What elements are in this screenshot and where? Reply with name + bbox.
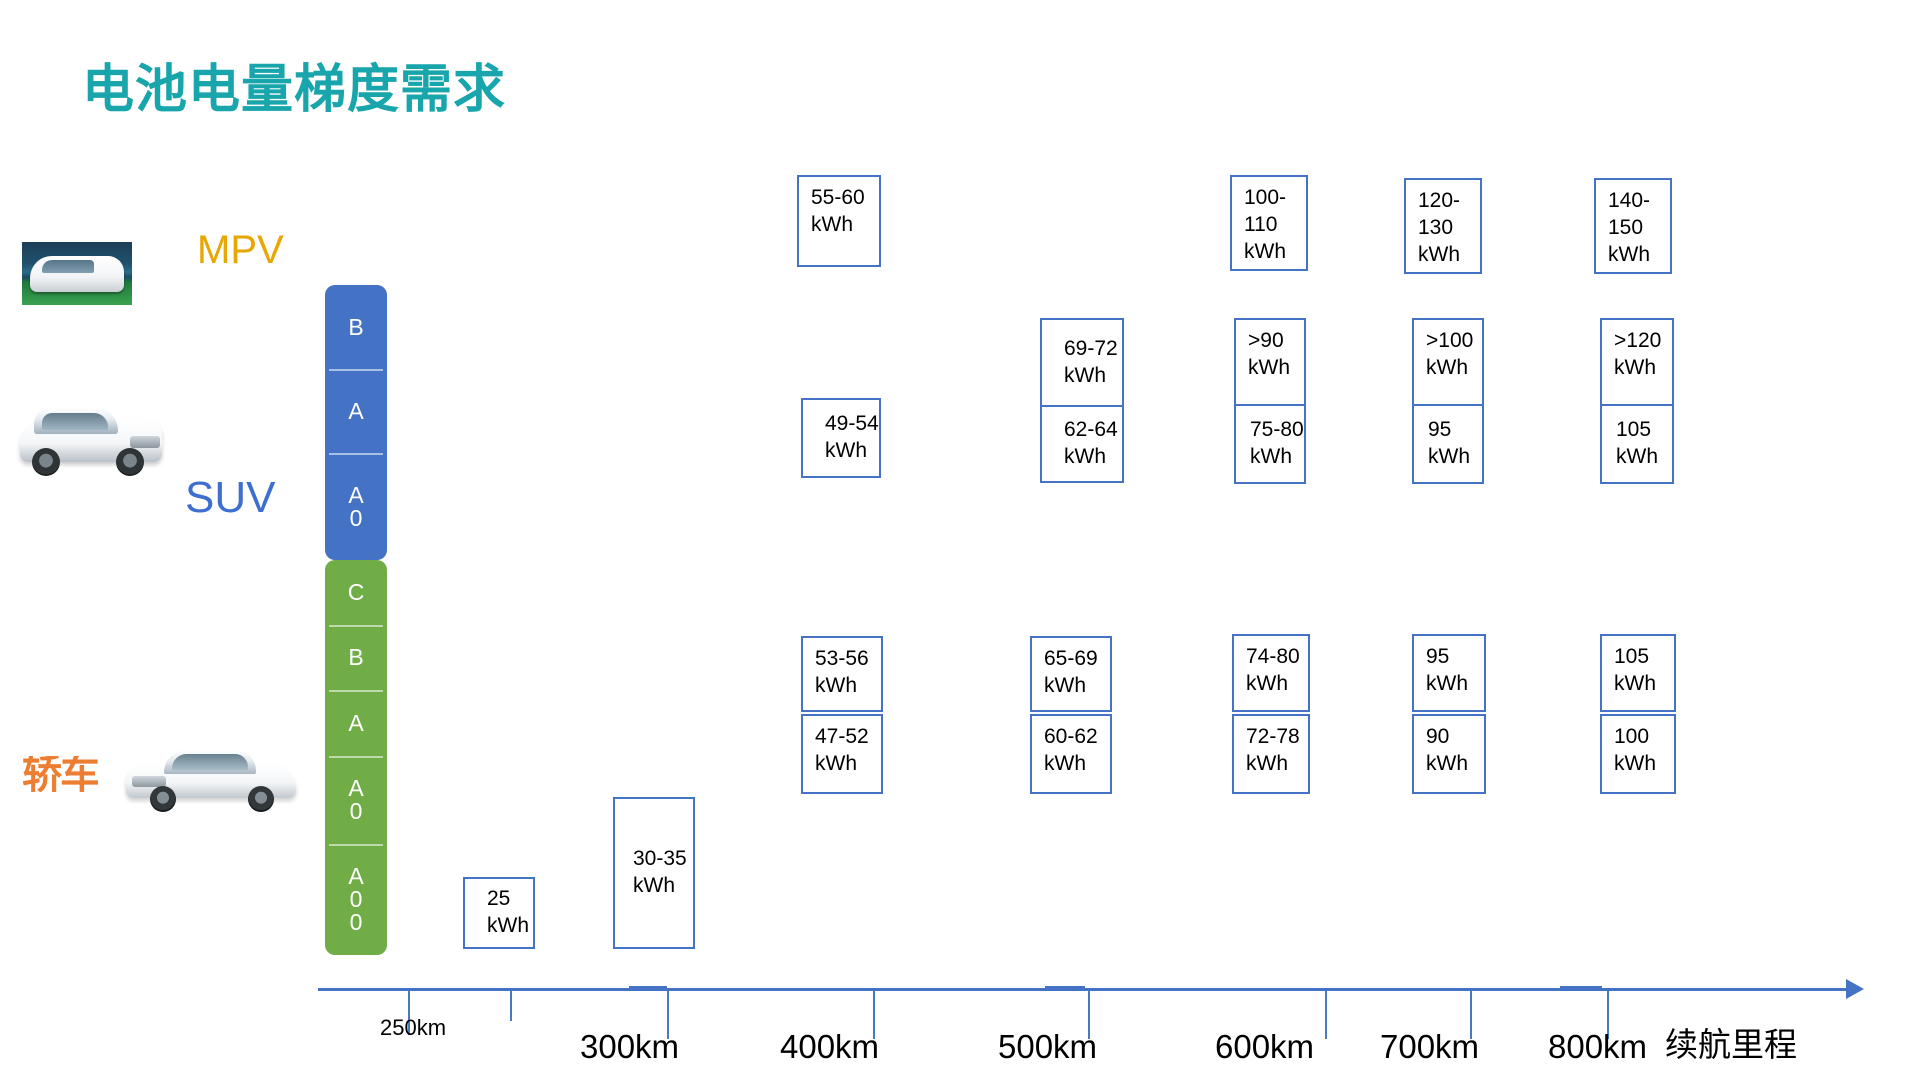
sedan-car-photo [122,742,300,814]
segment-char: B [348,313,364,340]
segment-char: A [348,397,364,424]
suv-car-photo [16,400,166,478]
x-axis-arrow-icon [1846,979,1864,999]
sedan-wheel-front [150,786,176,812]
kwh-box-sedan-l-500[interactable]: 60-62 kWh [1030,714,1112,794]
tick-label-300: 300km [580,1028,680,1065]
label-suv: SUV [185,473,276,522]
mpv-car-photo [22,242,132,305]
segment-char: 0 [349,797,363,824]
suv-wheel-front [32,448,60,476]
tick-mark-250b [510,991,512,1021]
suv-windshield [42,413,108,430]
tick-mark-300 [667,991,669,1039]
kwh-box-sedan-u-800[interactable]: 105 kWh [1600,634,1676,712]
tick-label-700: 700km [1380,1028,1480,1065]
tick-mark-800 [1607,991,1609,1039]
sedan-grille [132,776,166,787]
segment-char: 0 [349,885,363,912]
kwh-box-sedan-300[interactable]: 30-35 kWh [613,797,695,949]
suv-class-segment-b: B [325,285,387,369]
kwh-box-sedan-u-600[interactable]: 74-80 kWh [1232,634,1310,712]
sedan-class-segment-a: A [325,690,387,755]
segment-char: A [348,862,364,889]
page-title: 电池电量梯度需求 [82,61,507,119]
sedan-class-bar: C B A A 0 A 0 0 [325,560,387,955]
tick-label-600: 600km [1215,1028,1315,1065]
kwh-box-suv-a-500[interactable]: 62-64 kWh [1040,405,1124,483]
tick-mark-500 [1088,991,1090,1039]
tick-mark-700 [1470,991,1472,1039]
kwh-box-suv-b-700[interactable]: >100 kWh [1412,318,1484,406]
segment-char: C [347,579,365,606]
kwh-box-suv-b-600[interactable]: >90 kWh [1234,318,1306,406]
tick-mark-600 [1325,991,1327,1039]
tick-label-400: 400km [780,1028,880,1065]
axis-emphasis-300 [629,986,667,991]
segment-char: A [348,774,364,801]
kwh-box-suv-b-500[interactable]: 69-72 kWh [1040,318,1124,408]
tick-label-250: 250km [380,1015,447,1040]
kwh-box-sedan-l-800[interactable]: 100 kWh [1600,714,1676,794]
tick-label-500: 500km [998,1028,1098,1065]
kwh-box-sedan-u-700[interactable]: 95 kWh [1412,634,1486,712]
axis-emphasis-800 [1560,986,1602,991]
kwh-box-sedan-u-500[interactable]: 65-69 kWh [1030,636,1112,712]
kwh-box-suv-a-600[interactable]: 75-80 kWh [1234,404,1306,484]
kwh-box-sedan-u-400[interactable]: 53-56 kWh [801,636,883,712]
kwh-box-mpv-400[interactable]: 55-60 kWh [797,175,881,267]
tick-mark-400 [873,991,875,1039]
sedan-wheel-rear [248,786,274,812]
kwh-box-mpv-800[interactable]: 140- 150 kWh [1594,178,1672,274]
kwh-box-suv-a-400[interactable]: 49-54 kWh [801,398,881,478]
x-axis-title: 续航里程 [1665,1026,1797,1063]
segment-char: 0 [349,908,363,935]
sedan-windshield [172,754,248,770]
kwh-box-sedan-l-600[interactable]: 72-78 kWh [1232,714,1310,794]
sedan-class-segment-a00: A 0 0 [325,843,387,955]
segment-char: A [348,709,364,736]
kwh-box-suv-a-800[interactable]: 105 kWh [1600,404,1674,484]
kwh-box-suv-a-700[interactable]: 95 kWh [1412,404,1484,484]
kwh-box-sedan-l-400[interactable]: 47-52 kWh [801,714,883,794]
kwh-box-suv-b-800[interactable]: >120 kWh [1600,318,1674,406]
suv-class-bar: B A A 0 [325,285,387,560]
suv-class-segment-a0: A 0 [325,453,387,560]
segment-char: A [348,481,364,508]
suv-wheel-rear [116,448,144,476]
sedan-class-segment-a0: A 0 [325,755,387,844]
sedan-class-segment-b: B [325,625,387,690]
kwh-box-mpv-700[interactable]: 120- 130 kWh [1404,178,1482,274]
axis-emphasis-500 [1045,986,1085,991]
kwh-box-mpv-600[interactable]: 100- 110 kWh [1230,175,1308,271]
segment-char: B [348,644,364,671]
label-sedan: 轿车 [22,753,98,797]
tick-mark-250 [408,991,410,1035]
suv-class-segment-a: A [325,369,387,453]
sedan-class-segment-c: C [325,560,387,625]
segment-char: 0 [349,504,363,531]
suv-grille [130,436,160,448]
kwh-box-sedan-l-700[interactable]: 90 kWh [1412,714,1486,794]
kwh-box-sedan-250[interactable]: 25 kWh [463,877,535,949]
tick-label-800: 800km [1548,1028,1648,1065]
label-mpv: MPV [197,228,284,272]
